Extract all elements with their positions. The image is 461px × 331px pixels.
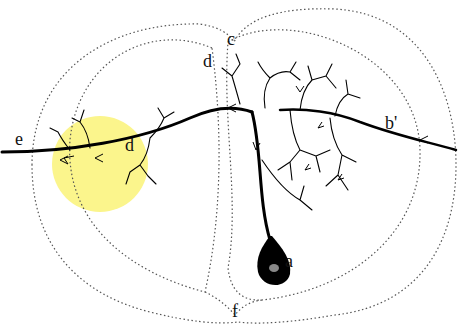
axon-lines (2, 108, 456, 240)
callout-letter: e (14, 130, 24, 148)
callout-letter: d (124, 136, 135, 154)
callout-letter: b' (384, 114, 398, 132)
direction-arrows (60, 86, 428, 180)
region-outlines (32, 9, 456, 323)
callout-letter: d (202, 52, 213, 70)
highlight-circle (52, 116, 148, 212)
collateral-branches (50, 54, 360, 210)
callout-letter: a (284, 252, 294, 270)
callout-letter: c (226, 30, 236, 48)
callout-letter: f (231, 302, 239, 320)
